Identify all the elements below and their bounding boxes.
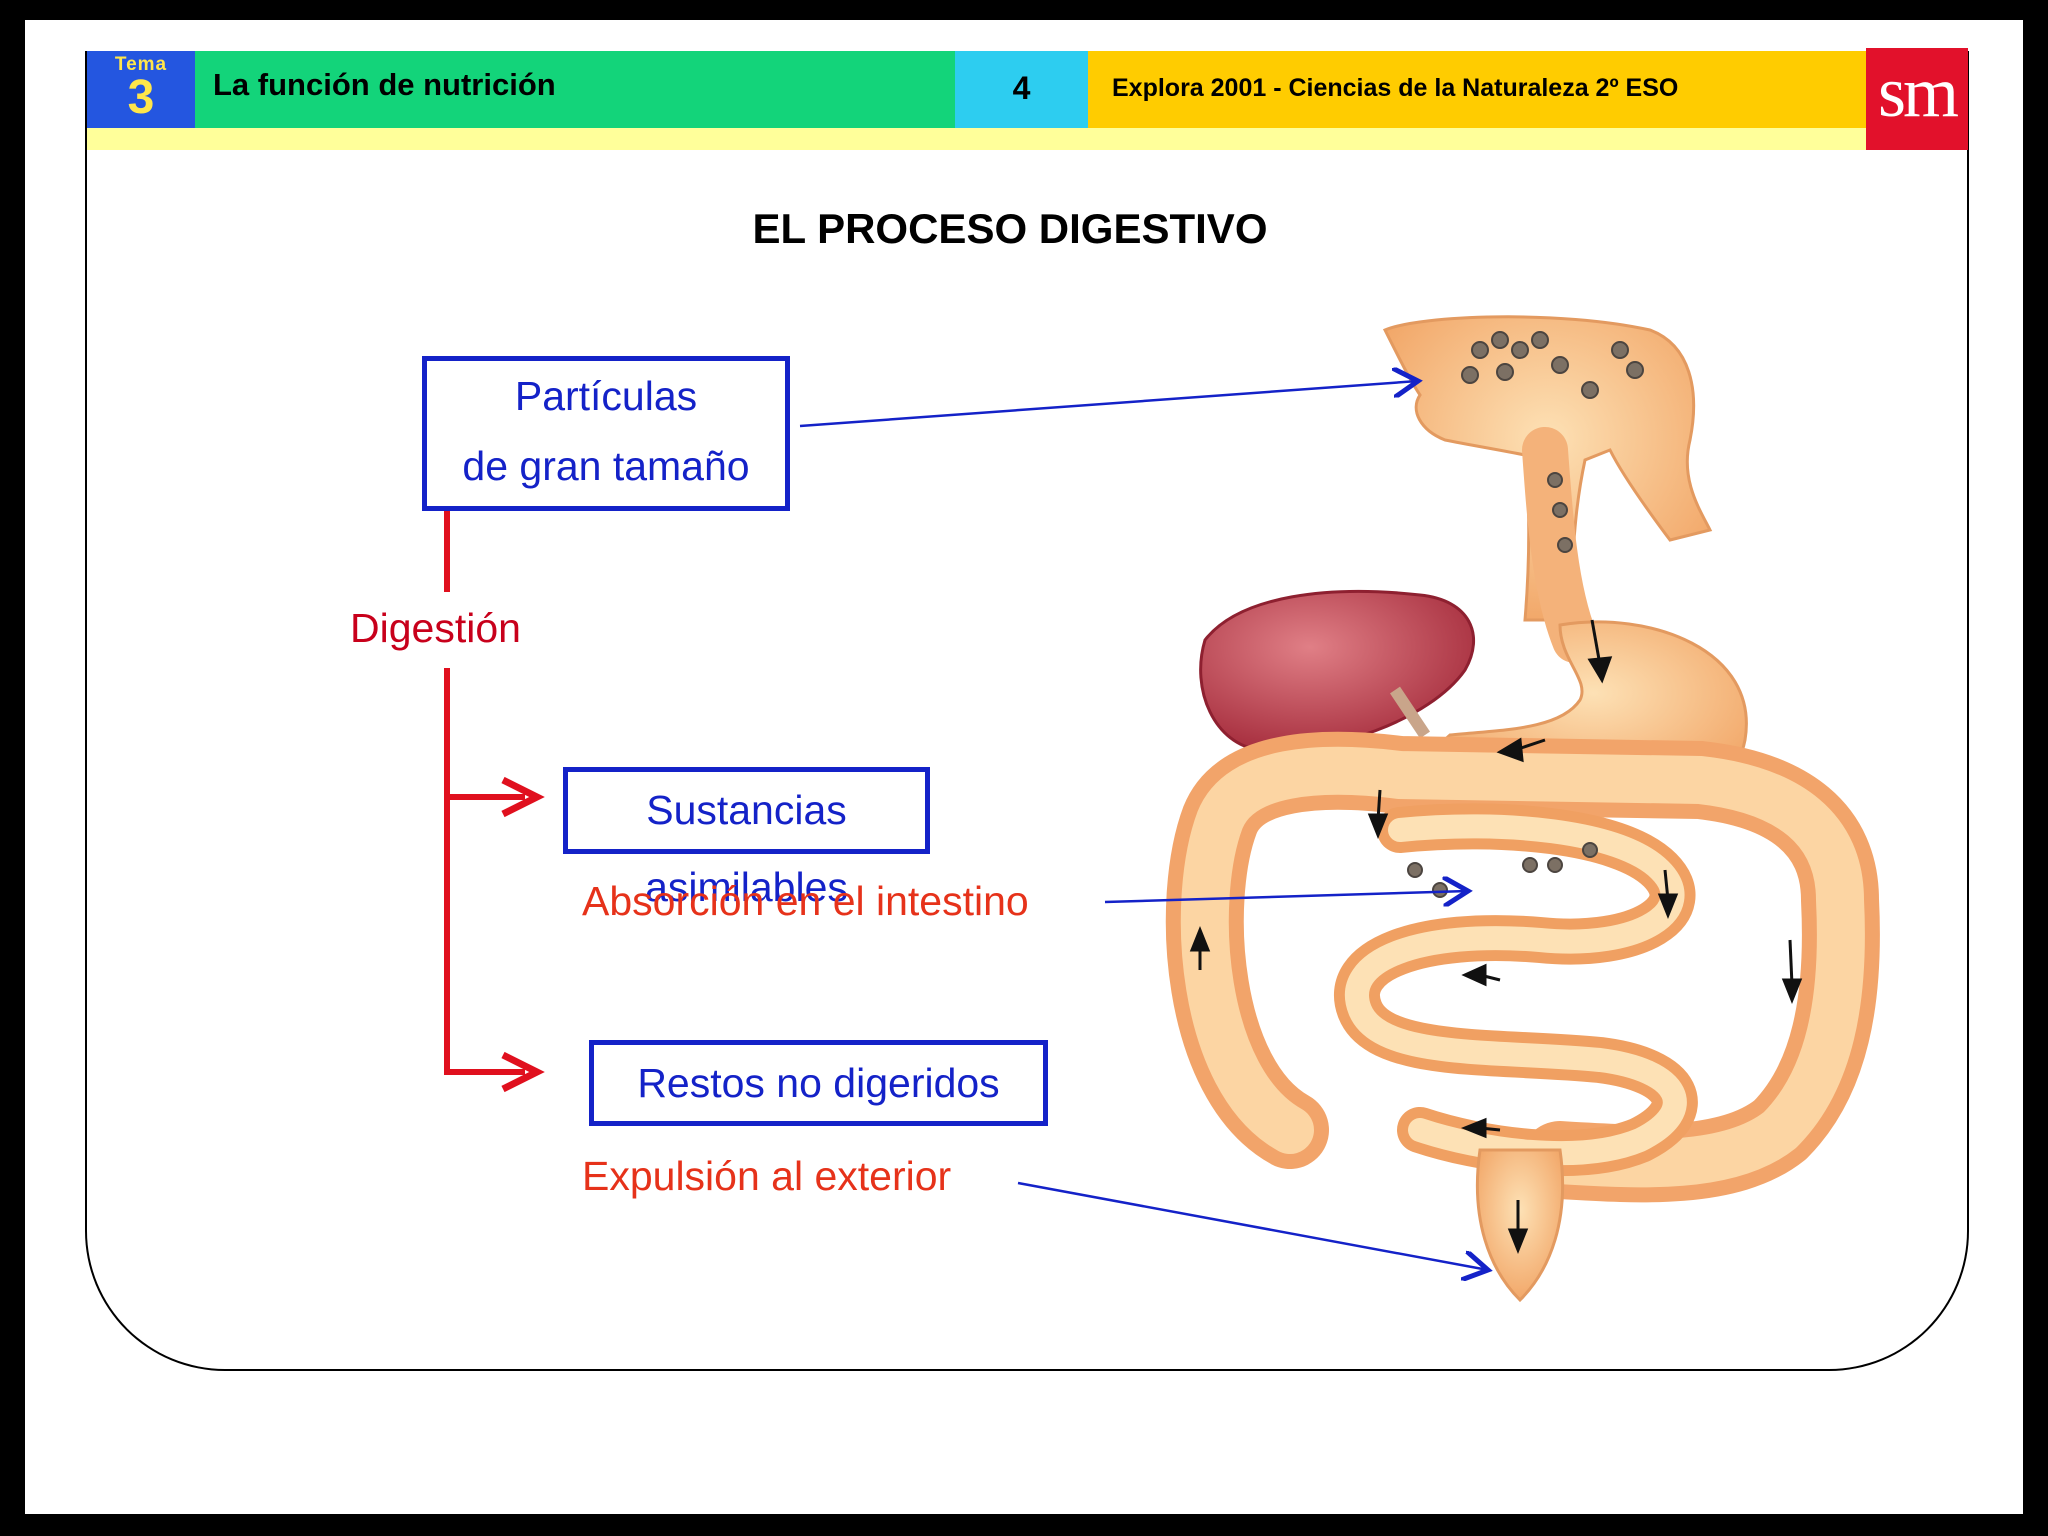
nutrients-box: Sustancias asimilables [563,767,930,910]
pointer-particles [799,381,1418,428]
digestive-system-illustration [1165,315,1880,1303]
tema-number: 3 [127,71,155,124]
food-particles [1407,331,1644,898]
tema-label: Tema [114,54,168,75]
flow-arrow-icon [501,1051,545,1093]
header-strip [87,128,1866,150]
liver-icon [1199,589,1475,752]
flow-arrow-icon [501,776,545,818]
intestine-icon [1334,803,1698,1177]
expulsion-caption: Expulsión al exterior [582,1153,952,1199]
particles-line2: de gran tamaño [462,443,750,489]
pointer-arrows [799,381,1488,1270]
book-title-bar: Explora 2001 - Ciencias de la Naturaleza… [1088,51,1866,128]
slide-title: EL PROCESO DIGESTIVO [752,205,1268,252]
movement-arrows [1189,619,1803,1255]
tema-badge: Tema 3 [87,51,195,128]
page-number-box: 4 [955,51,1088,128]
flow-connectors [444,506,545,1093]
particles-line1: Partículas [514,373,698,419]
pointer-absorption [1104,891,1468,902]
flow-line-main [444,668,525,1075]
publisher-logo: sm [1866,48,1968,150]
esophagus-icon [1522,427,1598,663]
rectum-icon [1475,1148,1565,1303]
page-number: 4 [1012,70,1031,106]
bile-duct [1390,686,1430,739]
digestion-label: Digestión [350,605,521,651]
particles-box: Partículas de gran tamaño [422,356,790,511]
unit-title: La función de nutrición [213,67,556,102]
unit-title-bar: La función de nutrición [195,51,955,128]
book-title: Explora 2001 - Ciencias de la Naturaleza… [1112,74,1679,102]
waste-box: Restos no digeridos [589,1040,1048,1126]
pointer-expulsion [1017,1181,1488,1270]
absorption-caption: Absorción en el intestino [582,878,1029,924]
